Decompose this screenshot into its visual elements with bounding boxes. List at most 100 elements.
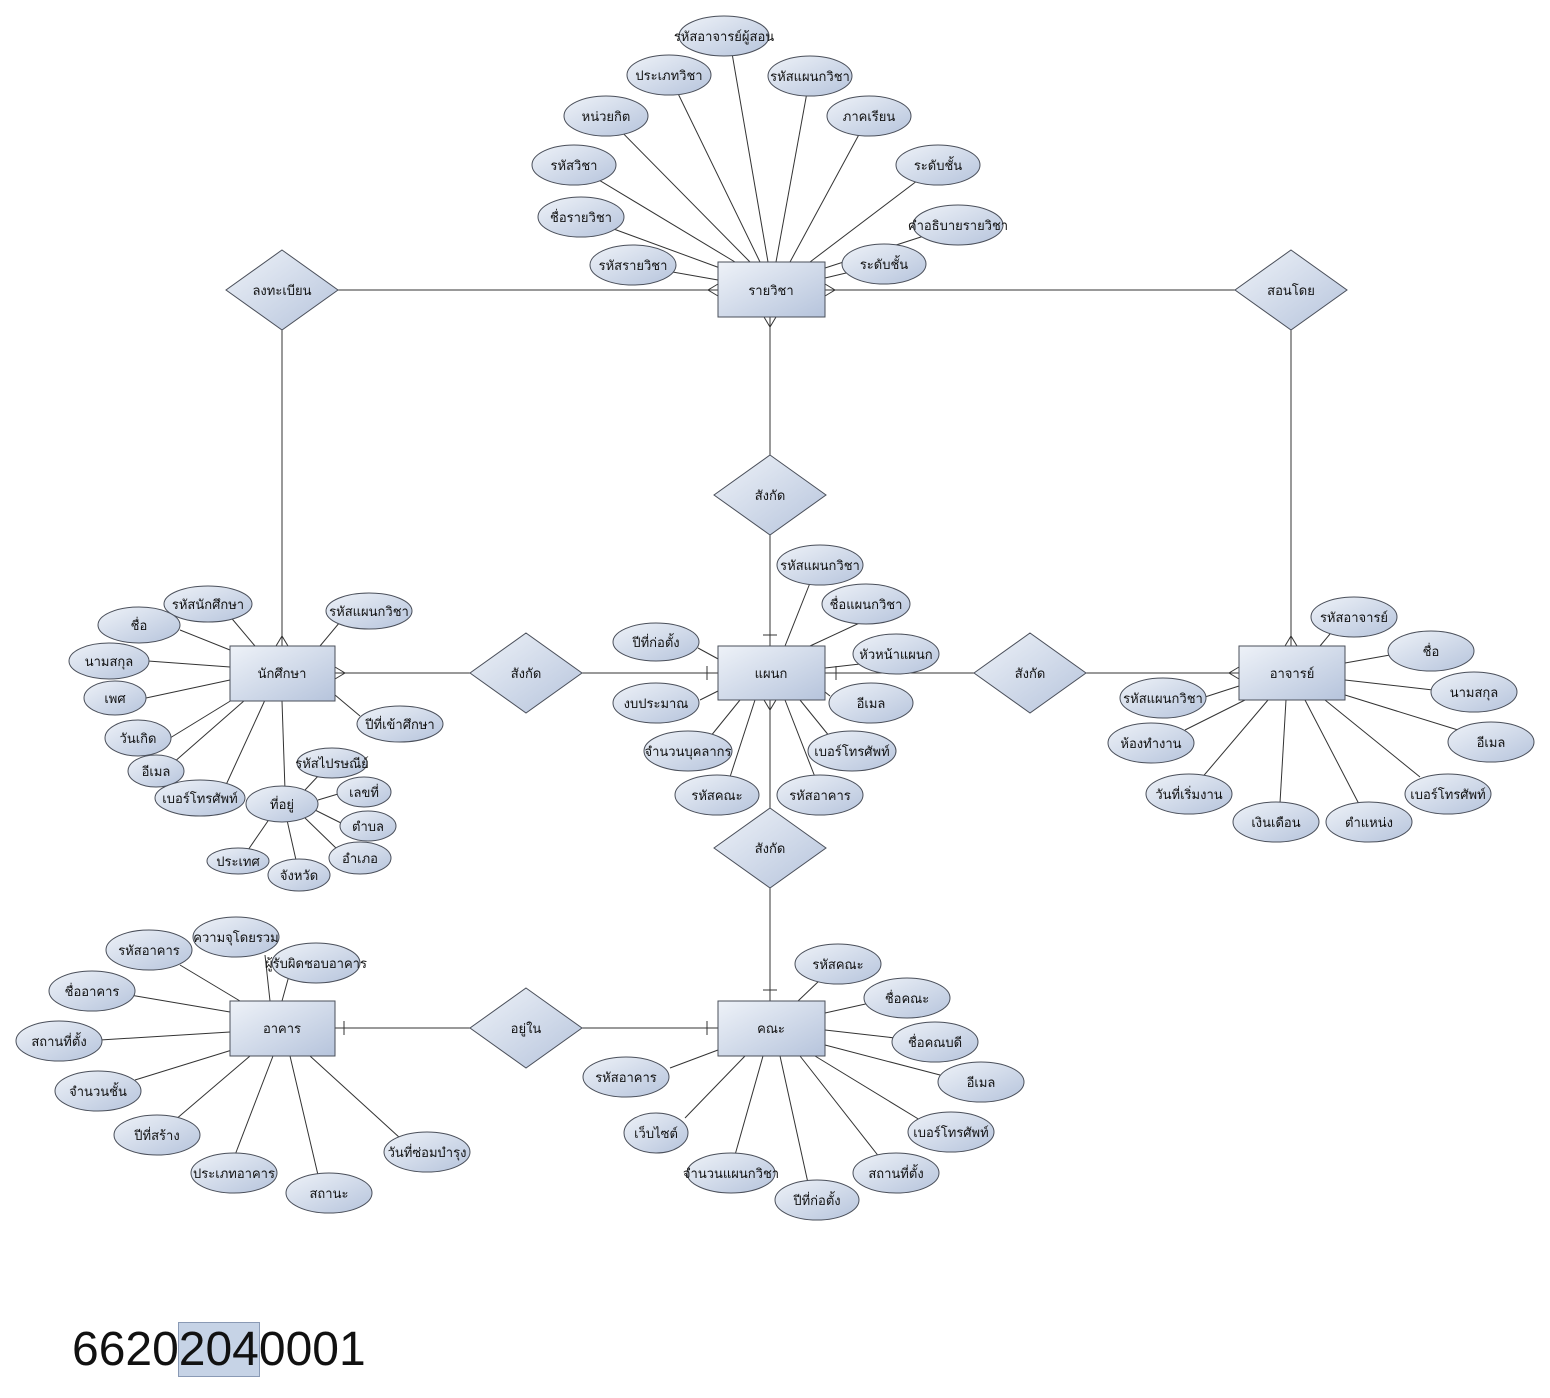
student-id-highlight[interactable]: 204 [177,1322,260,1377]
attribute-ellipse[interactable]: นามสกุล [1430,671,1518,713]
attribute-ellipse[interactable]: ปีที่สร้าง [113,1114,201,1156]
attribute-ellipse[interactable]: อีเมล [1447,721,1535,763]
attribute-ellipse[interactable]: วันที่ซ่อมบำรุง [383,1131,471,1173]
attribute-ellipse[interactable]: ชื่อรายวิชา [537,196,625,238]
attribute-ellipse[interactable]: วันที่เริ่มงาน [1145,773,1233,815]
attribute-ellipse[interactable]: รหัสอาคาร [105,929,193,971]
relationship-student-dept[interactable]: สังกัด [469,632,583,714]
entity-department[interactable]: แผนก [717,645,826,701]
attribute-label: ประเภทอาคาร [193,1167,275,1182]
attribute-ellipse[interactable]: รหัสแผนกวิชา [767,55,853,97]
attribute-ellipse[interactable]: ระดับชั้น [895,144,981,186]
attribute-label: นามสกุล [85,655,134,670]
attribute-label: ความจุโดยรวม [193,930,278,946]
attribute-ellipse[interactable]: เบอร์โทรศัพท์ [154,779,246,817]
attribute-label: รหัสรายวิชา [599,259,668,274]
attribute-ellipse[interactable]: ตำบล [339,810,397,842]
attribute-ellipse[interactable]: รหัสคณะ [674,774,760,816]
attribute-ellipse[interactable]: เลขที่ [336,776,392,808]
attribute-ellipse[interactable]: รหัสแผนกวิชา [325,592,413,630]
entity-course[interactable]: รายวิชา [717,261,826,318]
relationship-taught-by[interactable]: สอนโดย [1234,249,1348,331]
attribute-ellipse[interactable]: ชื่อคณะ [863,977,951,1019]
attribute-ellipse[interactable]: เบอร์โทรศัพท์ [907,1111,995,1153]
attribute-ellipse[interactable]: จำนวนบุคลากร [643,730,733,772]
relationship-building-faculty[interactable]: อยู่ใน [469,987,583,1069]
attribute-ellipse[interactable]: รหัสรายวิชา [589,244,677,286]
attribute-ellipse[interactable]: ประเภทวิชา [626,54,712,96]
attribute-label: เงินเดือน [1251,815,1300,831]
attribute-ellipse[interactable]: ชื่อ [1387,630,1475,672]
relationship-course-dept[interactable]: สังกัด [713,454,827,536]
entity-faculty[interactable]: คณะ [717,1000,826,1057]
entity-label: อาจารย์ [1270,666,1315,682]
attribute-ellipse[interactable]: วันเกิด [104,719,172,757]
attribute-ellipse[interactable]: จำนวนแผนกวิชา [683,1152,779,1194]
attribute-ellipse[interactable]: รหัสอาจารย์ [1310,596,1398,638]
attribute-ellipse[interactable]: อีเมล [828,682,914,724]
attribute-ellipse[interactable]: รหัสอาคาร [776,774,864,816]
attribute-ellipse[interactable]: นามสกุล [68,642,150,680]
attribute-ellipse[interactable]: เบอร์โทรศัพท์ [807,730,897,772]
attribute-ellipse[interactable]: ประเทศ [206,847,270,875]
attribute-ellipse[interactable]: ประเภทอาคาร [190,1152,278,1194]
attribute-label: เบอร์โทรศัพท์ [814,744,889,760]
entity-label: อาคาร [263,1022,301,1037]
attribute-label: ชื่อ [1423,643,1440,660]
attribute-ellipse[interactable]: ปีที่เข้าศึกษา [356,705,444,743]
entity-teacher[interactable]: อาจารย์ [1238,645,1346,701]
relationship-enroll[interactable]: ลงทะเบียน [225,249,339,331]
attribute-label: รหัสอาคาร [118,944,180,959]
attribute-ellipse[interactable]: เบอร์โทรศัพท์ [1404,773,1492,815]
attribute-ellipse[interactable]: เพศ [83,680,147,716]
attribute-ellipse[interactable]: ตำแหน่ง [1325,801,1413,843]
attribute-ellipse[interactable]: ความจุโดยรวม [192,916,280,958]
attribute-ellipse[interactable]: ปีที่ก่อตั้ง [612,622,700,662]
relationship-dept-faculty[interactable]: สังกัด [713,807,827,889]
student-id-suffix: 0001 [258,1323,366,1376]
attribute-ellipse[interactable]: รหัสคณะ [794,943,882,985]
attribute-label: จังหวัด [280,869,318,884]
attribute-ellipse[interactable]: เงินเดือน [1232,801,1320,843]
attribute-ellipse[interactable]: รหัสอาจารย์ผู้สอน [674,15,774,57]
attribute-ellipse[interactable]: หัวหน้าแผนก [852,633,940,675]
attribute-ellipse[interactable]: รหัสนักศึกษา [163,585,253,623]
attribute-ellipse[interactable]: ชื่อคณบดี [891,1021,979,1063]
attribute-ellipse[interactable]: ผู้รับผิดชอบอาคาร [265,942,367,984]
attribute-ellipse[interactable]: ชื่อแผนกวิชา [821,583,911,625]
attribute-ellipse[interactable]: ปีที่ก่อตั้ง [774,1179,860,1221]
attribute-ellipse[interactable]: ชื่อ [97,606,181,644]
attribute-ellipse[interactable]: รหัสวิชา [531,144,617,186]
attribute-ellipse[interactable]: สถานที่ตั้ง [852,1152,940,1194]
attribute-label: ผู้รับผิดชอบอาคาร [265,957,367,972]
attribute-ellipse[interactable]: จังหวัด [267,858,331,892]
attribute-ellipse[interactable]: ระดับชั้น [841,243,927,285]
attribute-ellipse[interactable]: รหัสแผนกวิชา [1119,677,1207,719]
attribute-ellipse[interactable]: อีเมล [127,754,185,788]
relationship-teacher-dept[interactable]: สังกัด [973,632,1087,714]
attribute-ellipse[interactable]: ที่อยู่ [245,785,319,823]
attribute-ellipse[interactable]: จำนวนชั้น [54,1070,142,1112]
relationship-label: สังกัด [755,842,786,857]
attribute-ellipse[interactable]: รหัสไปรษณีย์ [295,747,369,779]
attribute-ellipse[interactable]: คำอธิบายรายวิชา [908,204,1008,246]
entity-building[interactable]: อาคาร [229,1000,336,1057]
attribute-label: เบอร์โทรศัพท์ [162,791,237,807]
attribute-ellipse[interactable]: รหัสอาคาร [582,1056,670,1098]
attribute-ellipse[interactable]: หน่วยกิต [563,95,649,137]
entity-student[interactable]: นักศึกษา [229,645,336,702]
attribute-ellipse[interactable]: อีเมล [937,1061,1025,1103]
relationship-label: ลงทะเบียน [252,283,311,299]
attribute-ellipse[interactable]: อำเภอ [328,841,392,875]
attribute-ellipse[interactable]: ห้องทำงาน [1107,722,1195,764]
attribute-label: รหัสอาคาร [789,789,851,804]
entity-label: แผนก [755,667,788,682]
attribute-ellipse[interactable]: รหัสแผนกวิชา [776,544,864,586]
attribute-ellipse[interactable]: ชื่ออาคาร [48,970,136,1012]
attribute-label: อีเมล [1476,735,1505,751]
attribute-ellipse[interactable]: สถานะ [285,1172,373,1214]
attribute-ellipse[interactable]: ภาคเรียน [826,95,912,137]
attribute-ellipse[interactable]: สถานที่ตั้ง [15,1020,103,1062]
attribute-ellipse[interactable]: งบประมาณ [612,682,700,724]
attribute-ellipse[interactable]: เว็บไซต์ [623,1112,689,1154]
